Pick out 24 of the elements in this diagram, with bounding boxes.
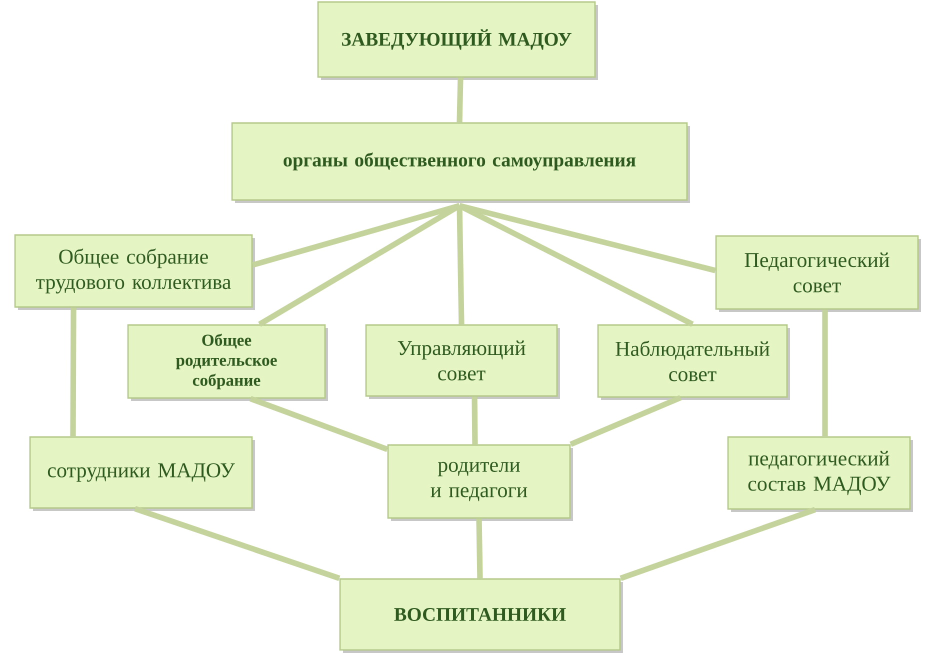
connector-line [134, 506, 340, 581]
org-box: Наблюдательный совет [597, 324, 790, 400]
connector-line [620, 507, 816, 581]
connector-line [458, 203, 694, 327]
connector-line [258, 203, 461, 327]
org-box: Педагогический совет [715, 235, 921, 312]
connector-line [822, 310, 828, 436]
connector-line [472, 396, 478, 444]
org-box: ЗАВЕДУЮЩИЙ МАДОУ [317, 1, 598, 80]
org-box: Общее собрание трудового коллектива [14, 234, 255, 310]
connector-line [252, 202, 460, 268]
org-box: Общее родительское собрание [127, 324, 328, 401]
org-box: органы общественного самоуправления [231, 122, 690, 203]
connector-line [70, 308, 76, 436]
connector-line [570, 395, 682, 447]
org-box: ВОСПИТАННИКИ [339, 578, 623, 653]
org-box: Управляющий совет [365, 324, 560, 399]
org-box: педагогический состав МАДОУ [727, 436, 913, 512]
org-box: сотрудники МАДОУ [29, 436, 255, 511]
connector-line [476, 518, 483, 578]
org-box: родители и педагоги [387, 444, 573, 521]
connector-line [456, 78, 464, 122]
connector-line [250, 396, 388, 452]
connector-line [458, 202, 716, 274]
